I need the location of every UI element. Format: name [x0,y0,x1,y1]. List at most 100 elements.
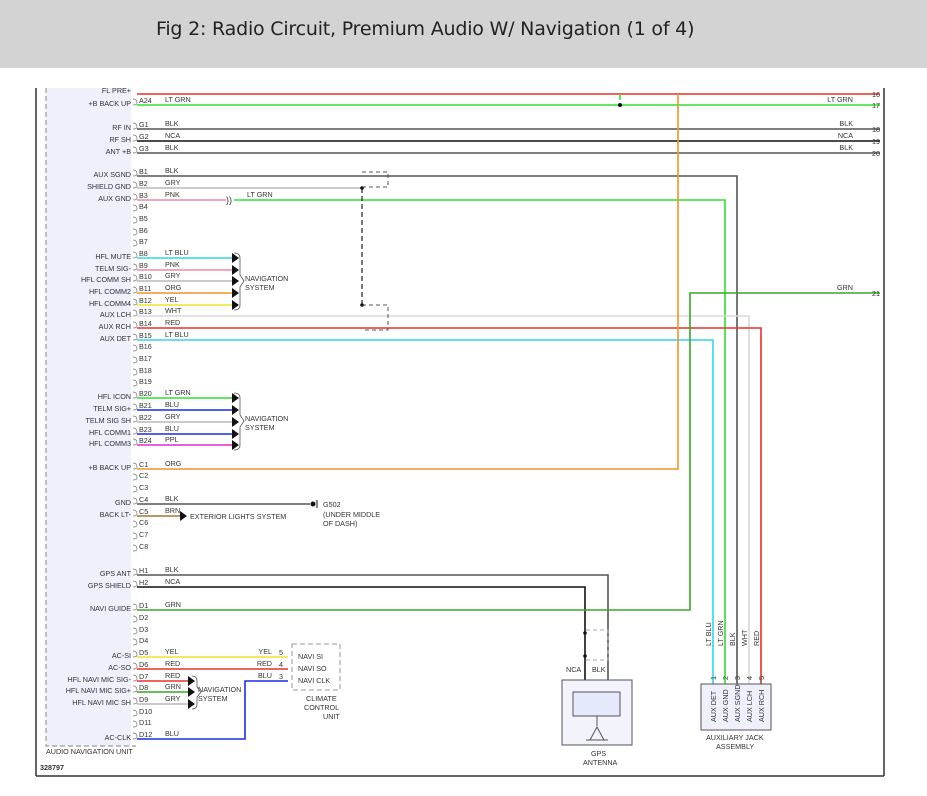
pin-signal-label: HFL ICON [98,392,131,401]
aux-jack-label-2: ASSEMBLY [716,742,754,751]
pin-bracket [132,228,138,236]
wire-color-label: ORG [165,459,182,468]
arrow-icon [232,276,239,286]
pin-signal-label: FL PRE+ [102,86,131,95]
pin-signal-label: HFL COMM3 [89,439,131,448]
pin-bracket [132,473,138,481]
pin-bracket [132,603,138,611]
pin-number: D11 [139,718,152,727]
aux-wire-label: WHT [740,629,749,646]
wire-color-label: RED [165,659,180,668]
pin-signal-label: ANT +B [106,147,131,156]
right-edge-number: 17 [872,101,880,110]
wire-color-label: BLK [165,166,179,175]
pin-bracket [132,485,138,493]
pin-number: C5 [139,507,148,516]
wire-color-label: PPL [165,435,179,444]
climate-pin-number: 5 [279,648,283,657]
wire-B1 [137,175,738,684]
wire-color-label: RED [165,318,180,327]
nav-system-label-3b: SYSTEM [198,694,228,703]
pin-bracket [132,169,138,177]
wire-color-label: LT BLU [165,330,189,339]
right-edge-wire-label: BLK [839,143,853,152]
figure-header: Fig 2: Radio Circuit, Premium Audio W/ N… [0,0,927,68]
wire-B14 [137,327,762,684]
pin-number: D2 [139,613,148,622]
wire-color-label: GRN [165,682,181,691]
pin-signal-label: AC-SO [108,663,131,672]
wire-color-label: BRN [165,506,180,515]
wire-color-label: LT BLU [165,248,189,257]
aux-wire-label: LT BLU [704,622,713,646]
wire-color-label: GRY [165,412,181,421]
wire-color-label: YEL [165,295,179,304]
aux-pin-label: AUX SGND [733,684,742,722]
pin-bracket [132,263,138,271]
pin-bracket [132,532,138,540]
pin-number: B12 [139,296,152,305]
aux-pin-number: 3 [733,676,742,680]
shield-connector [360,171,389,331]
gps-antenna-label-1: GPS [591,749,606,758]
pin-bracket [132,333,138,341]
pin-bracket [132,368,138,376]
pin-number: B2 [139,179,148,188]
gps-wire-nca: NCA [566,665,581,674]
climate-wire-label: YEL [258,647,272,656]
pin-number: B22 [139,413,152,422]
pin-number: B17 [139,354,152,363]
pin-number: B1 [139,167,148,176]
pin-number: B18 [139,366,152,375]
wire-color-label: BLU [165,729,179,738]
pin-bracket [132,251,138,259]
wire-color-label: GRY [165,694,181,703]
pin-bracket [132,146,138,154]
pin-bracket [132,580,138,588]
pin-number: D3 [139,625,148,634]
pin-number: D6 [139,660,148,669]
pin-number: B15 [139,331,152,340]
gps-antenna: NCA BLK GPS ANTENNA [561,629,633,767]
pin-signal-label: AUX SGND [93,170,131,179]
pin-bracket [132,650,138,658]
pin-bracket [132,98,138,106]
pin-bracket [132,438,138,446]
climate-pin-number: 3 [279,672,283,681]
right-edge-wire-label: BLK [839,119,853,128]
wire-H2 [137,586,586,680]
pin-number: B6 [139,226,148,235]
arrow-icon [232,440,239,450]
pin-number: H2 [139,578,148,587]
aux-pin-label: AUX DET [709,690,718,722]
wire-B15 [137,339,714,684]
right-edge-wire-label: GRN [837,283,853,292]
pin-number: C7 [139,530,148,539]
aux-wire-label: LT GRN [716,620,725,646]
pin-signal-label: RF IN [112,123,131,132]
pin-signal-label: AC-CLK [105,733,132,742]
pin-bracket [132,568,138,576]
aux-pin-label: AUX GND [721,689,730,722]
pin-number: C2 [139,471,148,480]
pin-signal-label: RF SH [109,135,131,144]
pin-bracket [132,379,138,387]
pin-signal-label: HFL COMM1 [89,428,131,437]
pin-number: B19 [139,377,152,386]
wire-B3-spliced [234,199,726,684]
pin-bracket [132,462,138,470]
pin-signal-label: HFL COMM SH [81,275,131,284]
pin-number: B11 [139,284,151,293]
wire-color-label: LT GRN [165,95,191,104]
wire-B13 [137,315,750,684]
climate-pin-label: NAVI SI [298,652,323,661]
pin-number: C8 [139,542,148,551]
pin-bracket [132,286,138,294]
wire-color-label: BLK [165,143,179,152]
arrow-icon [232,265,239,275]
pin-number: C6 [139,518,148,527]
aux-pin-label: AUX RCH [757,690,766,722]
pin-number: B16 [139,342,152,351]
wire-color-label: GRN [165,600,181,609]
